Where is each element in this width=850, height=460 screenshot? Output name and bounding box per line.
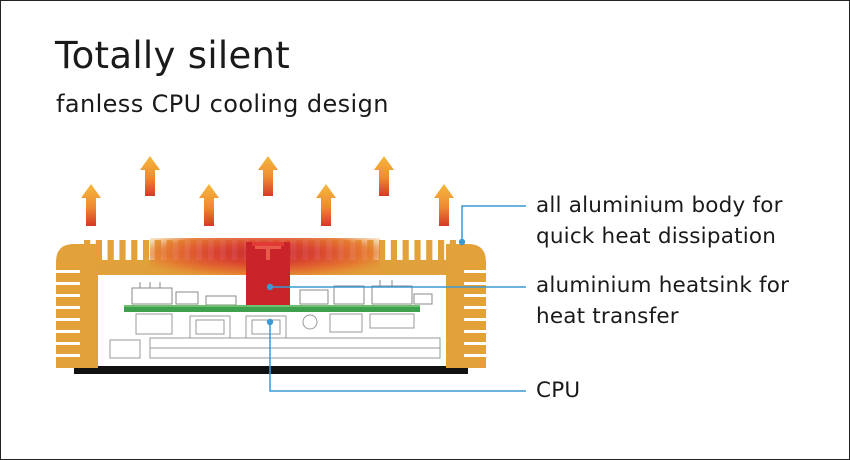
callout-body-line-1: all aluminium body for <box>536 193 783 218</box>
body-leader-line <box>461 205 526 242</box>
heat-arrow-icon <box>140 156 160 196</box>
leader-lines <box>269 205 526 392</box>
cooling-fin <box>143 240 150 262</box>
cpu-leader-dot <box>266 318 274 326</box>
cooling-fin <box>131 240 138 262</box>
callout-body: all aluminium body for quick heat dissip… <box>536 190 783 252</box>
cooling-fin <box>107 240 114 262</box>
heat-arrow-icon <box>258 156 278 196</box>
cooling-fin <box>95 240 102 262</box>
circuit-board <box>124 305 420 312</box>
page-subtitle: fanless CPU cooling design <box>56 90 389 118</box>
callout-body-line-2: quick heat dissipation <box>536 224 777 249</box>
callout-heatsink-line-2: heat transfer <box>536 304 679 329</box>
heat-arrow-icon <box>434 184 454 226</box>
cooling-fin <box>438 240 445 262</box>
heat-arrows <box>81 156 454 226</box>
cooling-fin <box>449 240 456 262</box>
cooling-fin <box>379 240 386 262</box>
callout-cpu: CPU <box>536 375 580 406</box>
cooling-fin <box>402 240 409 262</box>
cooling-fin <box>414 240 421 262</box>
page-title: Totally silent <box>55 34 291 77</box>
cooling-fin <box>426 240 433 262</box>
cooling-fin <box>119 240 126 262</box>
callout-heatsink-line-1: aluminium heatsink for <box>536 273 790 298</box>
callout-heatsink: aluminium heatsink for heat transfer <box>536 270 789 332</box>
callout-cpu-line-1: CPU <box>536 378 581 403</box>
heat-arrow-icon <box>81 184 101 226</box>
heatsink-leader-dot <box>266 283 274 291</box>
heat-arrow-icon <box>199 184 219 226</box>
heat-arrow-icon <box>316 184 336 226</box>
cooling-fin <box>390 240 397 262</box>
cpu-leader-line <box>269 322 526 392</box>
heat-arrow-icon <box>374 156 394 196</box>
cooling-fin <box>84 240 91 262</box>
body-leader-dot <box>458 238 466 246</box>
